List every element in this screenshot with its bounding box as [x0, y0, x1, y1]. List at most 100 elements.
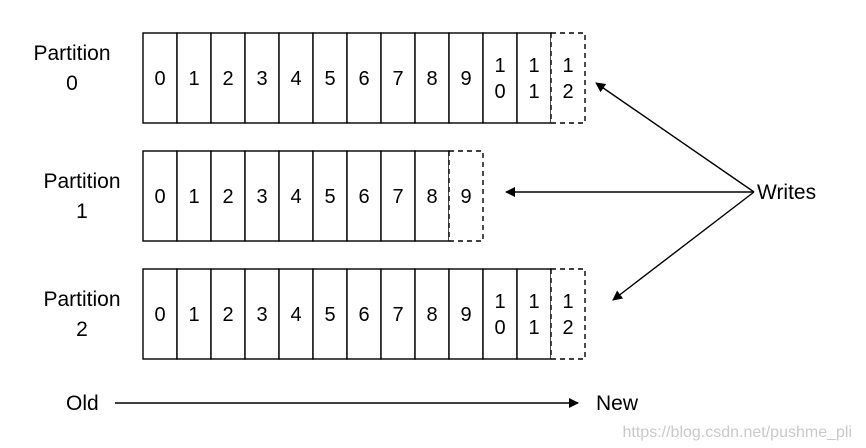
offset-label: 4 — [290, 304, 301, 326]
offset-label: 0 — [154, 68, 165, 90]
cell-box — [346, 32, 382, 124]
offset-label: 6 — [358, 186, 369, 208]
offset-label: 3 — [256, 304, 267, 326]
writes-label: Writes — [757, 181, 816, 204]
cell-box — [482, 32, 518, 124]
offset-label: 1 — [188, 304, 199, 326]
offset-label: 8 — [426, 304, 437, 326]
cell-box — [210, 32, 246, 124]
log-cell: 0 — [142, 268, 178, 360]
log-cell: 4 — [278, 32, 314, 124]
log-cell: 3 — [244, 268, 280, 360]
offset-label: 2 — [222, 304, 233, 326]
log-cell: 5 — [312, 268, 348, 360]
cell-box — [312, 150, 348, 242]
cell-box — [380, 32, 416, 124]
cell-box — [482, 268, 518, 360]
log-cell: 2 — [210, 268, 246, 360]
offset-label: 9 — [460, 68, 471, 90]
cell-box — [414, 268, 450, 360]
offset-label: 0 — [154, 186, 165, 208]
write-arrow-partition-0 — [595, 82, 755, 193]
log-cell: 4 — [278, 268, 314, 360]
log-cell: 8 — [414, 150, 450, 242]
partition-label: Partition — [43, 288, 120, 311]
offset-label: 3 — [256, 68, 267, 90]
offset-label: 7 — [392, 304, 403, 326]
partition-number: 0 — [66, 72, 78, 95]
log-cell: 1 — [176, 32, 212, 124]
cell-box — [414, 32, 450, 124]
offset-label: 9 — [460, 186, 471, 208]
log-cell: 1 — [176, 268, 212, 360]
cell-box — [448, 32, 484, 124]
offset-label: 8 — [426, 68, 437, 90]
log-cell: 4 — [278, 150, 314, 242]
cell-box — [142, 150, 178, 242]
log-cell: 6 — [346, 268, 382, 360]
offset-label: 1 — [188, 186, 199, 208]
partition-number: 2 — [76, 318, 88, 341]
log-cell: 8 — [414, 32, 450, 124]
log-cell: 1 — [176, 150, 212, 242]
timeline-old-label: Old — [66, 392, 99, 415]
log-cell: 3 — [244, 32, 280, 124]
cell-box — [448, 150, 484, 242]
log-cell: 6 — [346, 150, 382, 242]
cell-box — [278, 32, 314, 124]
cell-box — [380, 268, 416, 360]
cell-box — [516, 268, 552, 360]
write-arrow-partition-2 — [612, 191, 755, 301]
offset-label: 7 — [392, 186, 403, 208]
log-cell: 5 — [312, 32, 348, 124]
cell-box — [210, 268, 246, 360]
log-cell: 7 — [380, 150, 416, 242]
cell-box — [312, 268, 348, 360]
cell-box — [346, 150, 382, 242]
offset-label: 0 — [154, 304, 165, 326]
partition-number: 1 — [76, 200, 88, 223]
cell-box — [142, 268, 178, 360]
cell-box — [142, 32, 178, 124]
log-cell: 7 — [380, 32, 416, 124]
cell-box — [278, 150, 314, 242]
offset-label: 5 — [324, 304, 335, 326]
watermark: https://blog.csdn.net/pushme_pli — [622, 424, 852, 441]
log-cell: 0 — [142, 150, 178, 242]
log-cell: 6 — [346, 32, 382, 124]
cell-box — [176, 150, 212, 242]
cell-box — [176, 32, 212, 124]
log-cell-pending: 9 — [448, 150, 484, 242]
offset-label: 5 — [324, 186, 335, 208]
offset-label: 8 — [426, 186, 437, 208]
offset-label: 4 — [290, 68, 301, 90]
cell-box — [312, 32, 348, 124]
partition-label: Partition — [43, 170, 120, 193]
log-cell: 9 — [448, 32, 484, 124]
offset-label: 6 — [358, 304, 369, 326]
offset-label: 4 — [290, 186, 301, 208]
cell-box — [244, 268, 280, 360]
log-cell: 5 — [312, 150, 348, 242]
log-cell: 2 — [210, 150, 246, 242]
cell-box — [550, 32, 586, 124]
cell-box — [550, 268, 586, 360]
cell-box — [448, 268, 484, 360]
cell-box — [244, 150, 280, 242]
cell-box — [346, 268, 382, 360]
timeline-new-label: New — [596, 392, 639, 415]
